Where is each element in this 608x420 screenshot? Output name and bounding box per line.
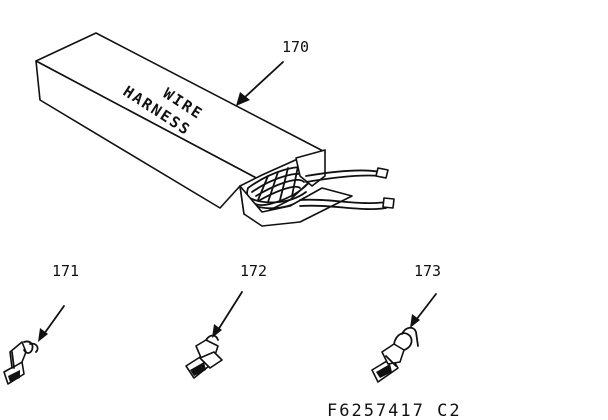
part-number-172: 172 (240, 262, 267, 280)
callout-arrow-170 (236, 61, 284, 106)
part-number-173: 173 (414, 262, 441, 280)
callout-arrow-173 (410, 293, 437, 328)
terminal-171 (3, 340, 39, 385)
part-number-170: 170 (282, 38, 309, 56)
terminal-173 (371, 326, 419, 383)
wire-harness-box: WIRE HARNESS (35, 32, 395, 227)
terminal-172 (185, 334, 223, 379)
callout-arrow-172 (212, 291, 243, 338)
drawing-code: F6257417 C2 (327, 401, 462, 420)
callout-arrow-171 (38, 305, 65, 342)
part-number-171: 171 (52, 262, 79, 280)
